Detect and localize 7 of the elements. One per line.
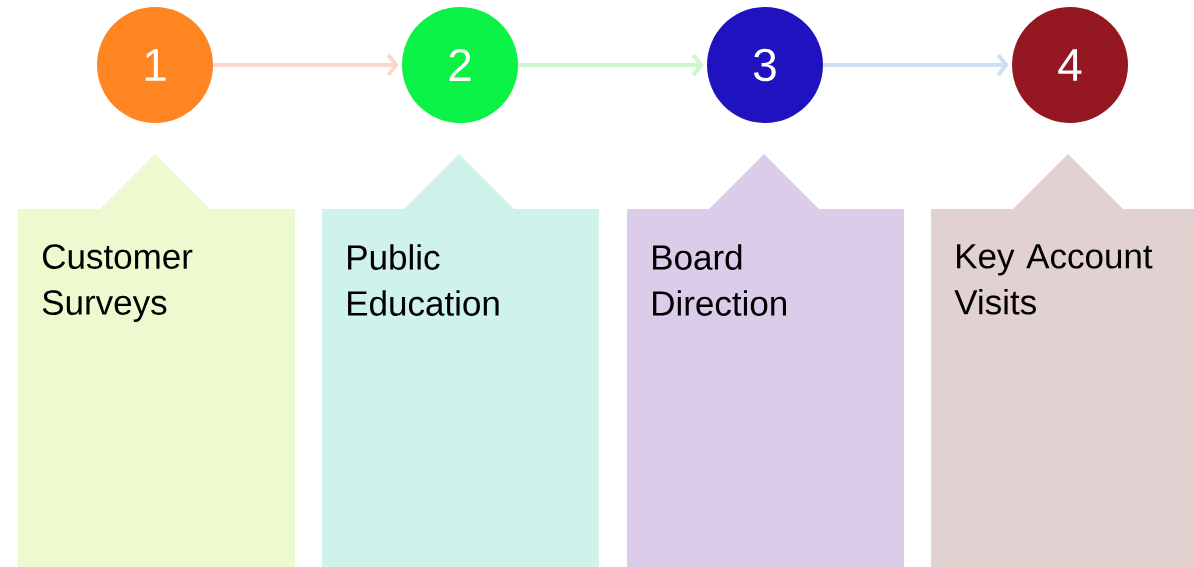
arrow [518,53,704,77]
arrow [213,53,399,77]
callout-panel: Public Education [322,154,599,567]
arrow [823,53,1009,77]
callout-panel: Key Account Visits [931,154,1194,567]
callout-panel: Board Direction [627,154,904,567]
callout-panel: Customer Surveys [18,154,295,567]
